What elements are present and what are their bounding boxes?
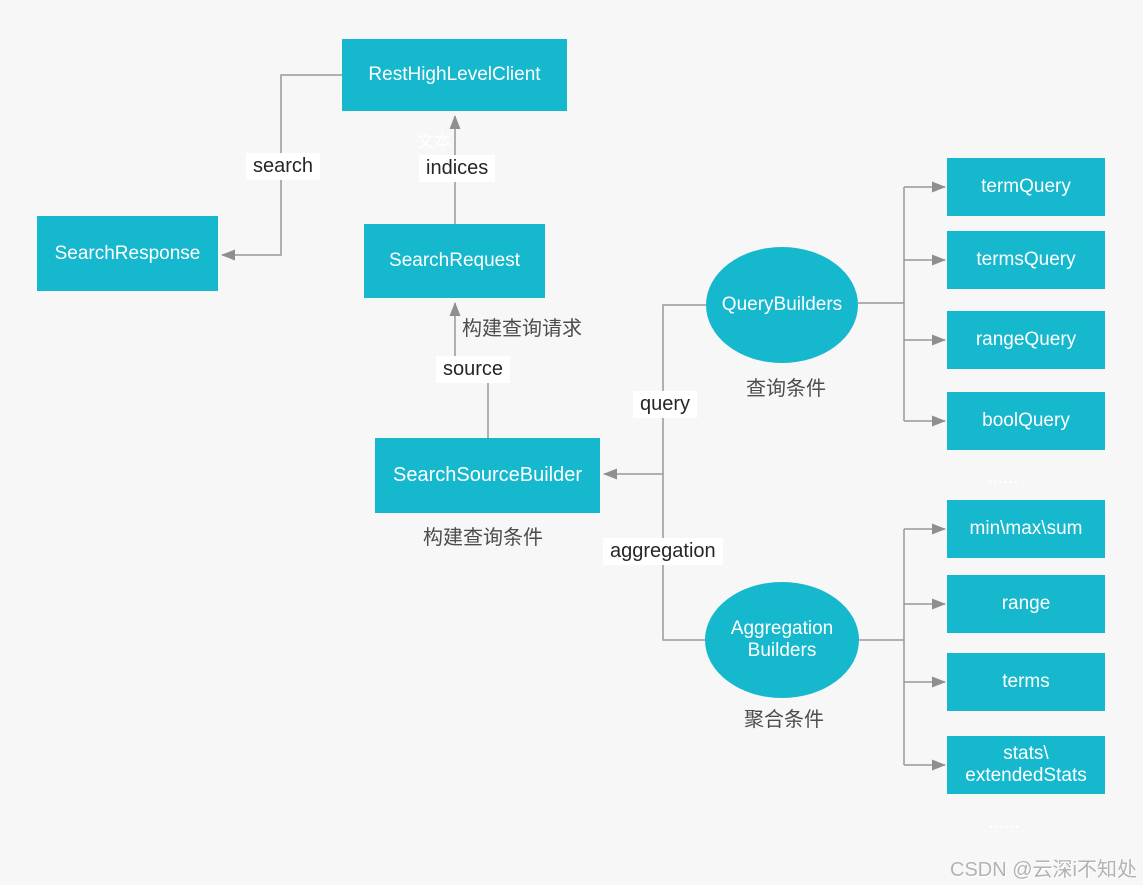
edge-label-source: source	[436, 356, 511, 383]
node-terms-query: termsQuery	[947, 231, 1105, 289]
edge-label-search: search	[246, 153, 321, 180]
node-min-max-sum: min\max\sum	[947, 500, 1105, 558]
node-label: termsQuery	[976, 249, 1076, 271]
node-rest-high-level-client: RestHighLevelClient	[342, 39, 567, 111]
note-build-query-request: 构建查询请求	[462, 318, 582, 340]
faint-text-artifact: 文本	[417, 132, 451, 151]
ellipsis-aggregation-methods: ......	[989, 815, 1021, 832]
node-range-query: rangeQuery	[947, 311, 1105, 369]
node-search-source-builder: SearchSourceBuilder	[375, 438, 600, 513]
node-label: min\max\sum	[969, 518, 1083, 540]
node-label-line1: stats\	[1003, 743, 1049, 765]
node-label: terms	[1002, 671, 1050, 693]
node-aggregation-builders: Aggregation Builders	[705, 582, 859, 698]
caption-aggregation-builders: 聚合条件	[744, 709, 824, 731]
node-label: range	[1001, 593, 1051, 615]
node-label: SearchSourceBuilder	[393, 464, 582, 486]
node-label: rangeQuery	[975, 329, 1077, 351]
node-bool-query: boolQuery	[947, 392, 1105, 450]
note-build-query-condition: 构建查询条件	[423, 527, 543, 549]
node-label: boolQuery	[982, 410, 1070, 432]
node-label: QueryBuilders	[721, 294, 843, 316]
node-label: stats\ extendedStats	[965, 743, 1086, 787]
node-label: SearchRequest	[389, 250, 520, 272]
node-term-query: termQuery	[947, 158, 1105, 216]
node-label: RestHighLevelClient	[368, 64, 541, 86]
csdn-watermark: CSDN @云深i不知处	[950, 859, 1137, 881]
node-search-request: SearchRequest	[364, 224, 545, 298]
node-search-response: SearchResponse	[37, 216, 218, 291]
edge-label-indices: indices	[419, 155, 496, 182]
node-label: termQuery	[981, 176, 1071, 198]
ellipsis-query-methods: ......	[988, 470, 1020, 487]
edge-label-aggregation: aggregation	[603, 538, 723, 565]
edge-trunk-left	[662, 304, 706, 641]
node-label: Aggregation Builders	[731, 618, 833, 662]
node-stats-extended-stats: stats\ extendedStats	[947, 736, 1105, 794]
node-label-line2: extendedStats	[965, 765, 1087, 786]
node-query-builders: QueryBuilders	[706, 247, 858, 363]
node-terms-aggregation: terms	[947, 653, 1105, 711]
node-label: SearchResponse	[54, 242, 201, 264]
edge-label-query: query	[633, 391, 698, 418]
node-label-line2: Builders	[747, 640, 817, 661]
node-label-line1: Aggregation	[730, 618, 834, 640]
caption-query-builders: 查询条件	[746, 378, 826, 400]
node-range-aggregation: range	[947, 575, 1105, 633]
